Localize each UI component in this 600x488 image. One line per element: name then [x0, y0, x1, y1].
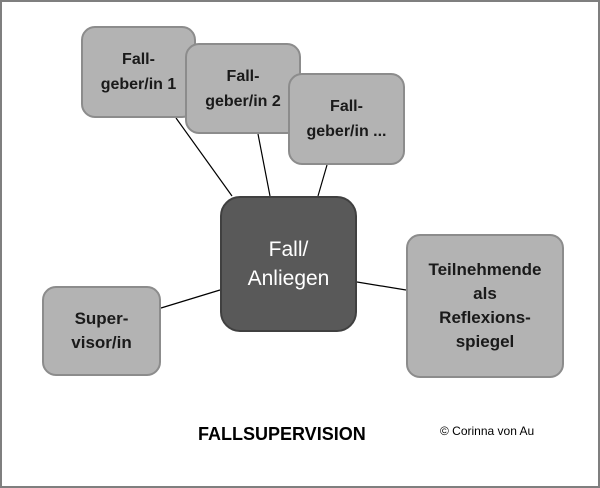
node-fallgeber-1-line1: Fall- — [122, 51, 155, 68]
node-teilnehmende-line3: Reflexions- — [439, 308, 531, 327]
link-fallgeber2 — [257, 133, 271, 197]
link-fallgeber3 — [317, 164, 328, 197]
node-fallgeber-3-line1: Fall- — [330, 98, 363, 115]
diagram-title: FALLSUPERVISION — [198, 424, 366, 444]
node-fallgeber-2-line1: Fall- — [226, 67, 260, 85]
node-fallgeber-1-line2: geber/in 1 — [100, 76, 177, 93]
link-supervisor — [160, 289, 221, 309]
copyright-notice: © Corinna von Au — [440, 424, 535, 438]
node-teilnehmende: Teilnehmende als Reflexions- spiegel — [406, 234, 564, 378]
node-center-line2: Anliegen — [247, 267, 330, 290]
node-teilnehmende-line4: spiegel — [455, 332, 515, 351]
link-teilnehmende — [356, 281, 407, 291]
node-supervisor-line2: visor/in — [71, 333, 132, 352]
node-teilnehmende-line2: als — [473, 284, 497, 303]
node-center-fall-anliegen: Fall/ Anliegen — [220, 196, 357, 332]
node-fallgeber-3: Fall- geber/in ... — [288, 73, 405, 165]
node-fallgeber-3-line2: geber/in ... — [306, 123, 387, 140]
node-supervisor-line1: Super- — [74, 309, 129, 328]
node-center-line1: Fall/ — [268, 238, 309, 261]
node-supervisor: Super- visor/in — [42, 286, 161, 376]
link-fallgeber1 — [175, 117, 233, 197]
node-fallgeber-1: Fall- geber/in 1 — [81, 26, 196, 118]
node-fallgeber-2-line2: geber/in 2 — [205, 92, 281, 110]
node-fallgeber-2: Fall- geber/in 2 — [185, 43, 301, 134]
node-teilnehmende-line1: Teilnehmende — [428, 260, 542, 279]
